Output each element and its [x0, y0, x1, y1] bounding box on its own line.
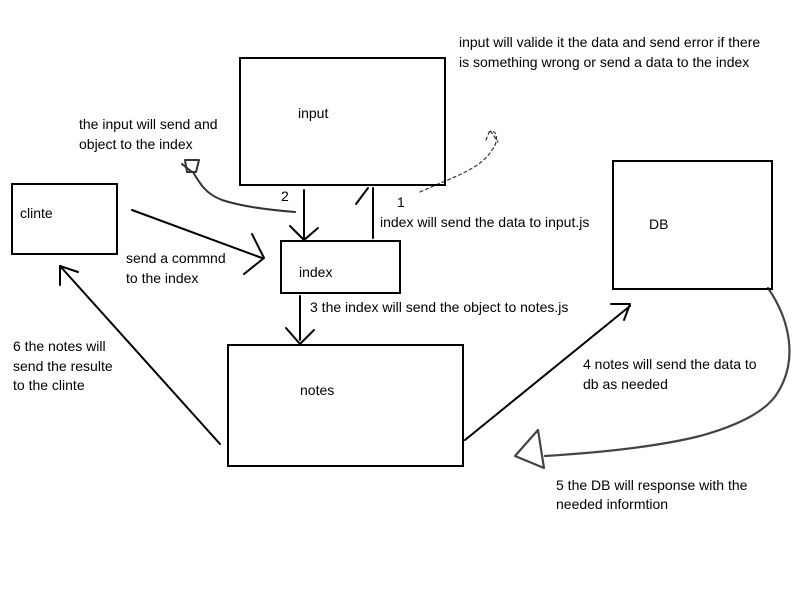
step-5-note-line2: needed informtion	[556, 496, 669, 512]
input-to-index-arrow	[289, 189, 319, 241]
step-1-label: 1	[397, 194, 405, 210]
index-to-input-arrow	[355, 187, 374, 239]
input-node-label: input	[298, 105, 329, 121]
index-node: index	[280, 240, 401, 294]
send-command-note-line1: send a commnd	[126, 250, 226, 266]
clinte-to-index-arrow	[131, 209, 265, 275]
notes-to-db-arrow	[464, 303, 631, 441]
send-command-note-line2: to the index	[126, 270, 199, 286]
index-node-label: index	[299, 264, 333, 280]
clinte-node: clinte	[11, 183, 118, 255]
input-send-note-line2: object to the index	[79, 136, 193, 152]
notes-node: notes	[227, 344, 464, 467]
clinte-node-label: clinte	[20, 205, 53, 221]
db-node-label: DB	[649, 216, 669, 232]
notes-to-clinte-arrow	[59, 265, 221, 445]
step-4-note-line1: 4 notes will send the data to	[583, 356, 757, 372]
step-6-note-line2: send the resulte	[13, 358, 113, 374]
step-6-note-line1: 6 the notes will	[13, 338, 106, 354]
input-validation-note-line1: input will valide it the data and send e…	[459, 34, 761, 50]
step-4-note-line2: db as needed	[583, 376, 668, 392]
db-node: DB	[612, 160, 773, 290]
input-send-note-line1: the input will send and	[79, 116, 218, 132]
db-response-curve	[513, 286, 791, 470]
step-3-note: 3 the index will send the object to note…	[310, 299, 569, 315]
input-send-curve	[181, 159, 296, 213]
step-2-label: 2	[281, 188, 289, 204]
input-validation-note-line2: is something wrong or send a data to the…	[459, 54, 750, 70]
notes-node-label: notes	[300, 382, 335, 398]
validation-pointer-curve	[419, 128, 499, 193]
index-to-input-note: index will send the data to input.js	[380, 214, 590, 230]
input-node: input	[239, 57, 446, 186]
step-5-note-line1: 5 the DB will response with the	[556, 477, 748, 493]
step-6-note-line3: to the clinte	[13, 377, 85, 393]
